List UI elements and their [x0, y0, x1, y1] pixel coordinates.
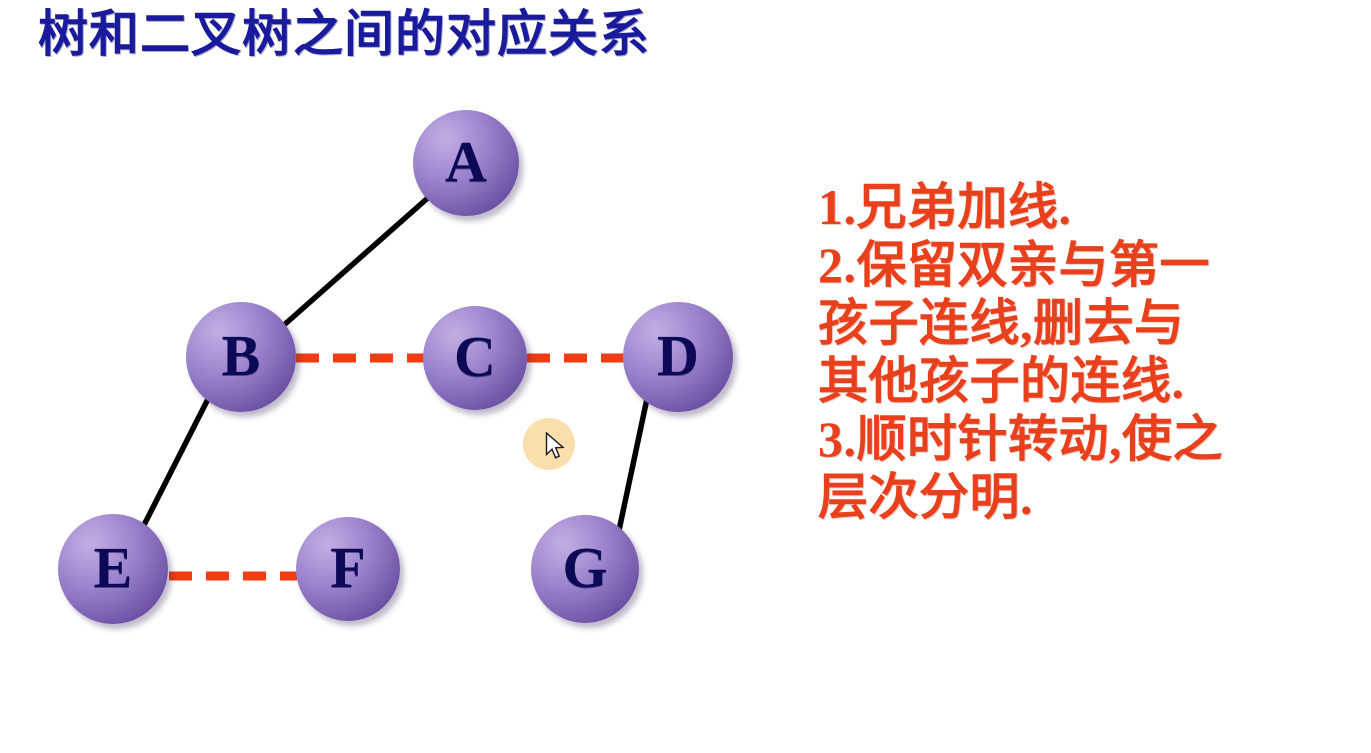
- instruction-line: 层次分明.: [818, 469, 1033, 525]
- tree-node-label: F: [330, 535, 366, 600]
- solid-edge-D-G: [615, 393, 651, 536]
- tree-node-a[interactable]: A: [413, 110, 519, 216]
- dashed-edge-group: [169, 353, 624, 581]
- tree-node-label: B: [221, 323, 261, 388]
- instruction-line: 2.保留双亲与第一: [818, 237, 1210, 293]
- solid-edge-B-E: [139, 397, 211, 531]
- instruction-list: 1.兄弟加线.2.保留双亲与第一孩子连线,删去与其他孩子的连线.3.顺时针转动,…: [818, 178, 1363, 526]
- tree-node-e[interactable]: E: [58, 514, 168, 624]
- instruction-line: 1.兄弟加线.: [818, 179, 1072, 235]
- solid-edge-group: [139, 193, 651, 536]
- tree-node-label: C: [454, 324, 496, 389]
- tree-edges-layer: [139, 193, 651, 581]
- instruction-line: 3.顺时针转动,使之: [818, 411, 1223, 467]
- mouse-pointer-icon: [545, 432, 565, 459]
- tree-node-label: G: [562, 535, 608, 600]
- tree-diagram: A B C D E F G: [58, 110, 733, 624]
- tree-node-d[interactable]: D: [623, 302, 733, 412]
- solid-edge-B-A: [282, 193, 432, 328]
- tree-node-label: A: [445, 129, 487, 194]
- instruction-line: 其他孩子的连线.: [818, 353, 1185, 409]
- tree-node-b[interactable]: B: [186, 302, 296, 412]
- page-title: 树和二叉树之间的对应关系: [38, 6, 650, 62]
- tree-node-label: E: [93, 535, 133, 600]
- tree-node-f[interactable]: F: [296, 517, 400, 621]
- tree-node-g[interactable]: G: [531, 515, 639, 623]
- instruction-line: 孩子连线,删去与: [818, 295, 1185, 351]
- tree-node-c[interactable]: C: [423, 306, 527, 410]
- tree-node-label: D: [657, 323, 699, 388]
